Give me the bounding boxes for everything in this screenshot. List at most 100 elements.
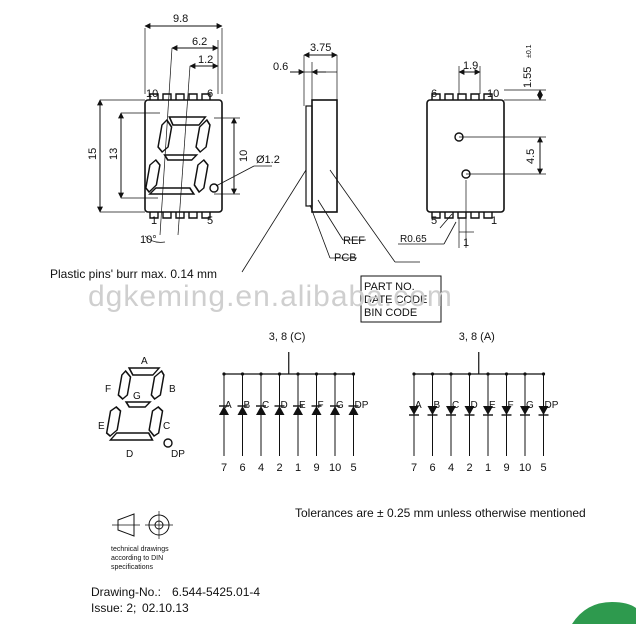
diode-dp-symbol (348, 406, 359, 415)
back-pin-1: 1 (491, 215, 497, 227)
side-view (241, 52, 442, 323)
front-view (97, 23, 272, 243)
diode-label: E (489, 400, 496, 411)
din-line-2: according to DIN (111, 555, 163, 562)
diode-dp-symbol (538, 406, 549, 415)
front-pin-5: 5 (207, 215, 213, 227)
ref-label: REF (343, 235, 365, 247)
din-note: technical drawings according to DIN spec… (111, 546, 169, 571)
seg-d: D (126, 449, 133, 460)
junction-dot (467, 372, 472, 376)
drawing-no: 6.544-5425.01-4 (172, 585, 260, 599)
watermark: dgkeming.en.alibaba.com (88, 280, 453, 313)
seg-c: C (163, 421, 170, 432)
front-digit (145, 116, 211, 195)
diode-label: B (244, 400, 251, 411)
front-dp-dot (209, 183, 219, 193)
seg-f: F (105, 384, 111, 395)
marking-box (360, 275, 442, 323)
diode-label: DP (355, 400, 369, 411)
dim-6-2: 6.2 (192, 36, 207, 48)
corner-badge (572, 602, 636, 624)
tolerance-note: Tolerances are ± 0.25 mm unless otherwis… (295, 506, 586, 520)
junction-dot (259, 372, 263, 376)
diode-f-symbol (311, 406, 322, 415)
diode-label: C (452, 400, 459, 411)
diode-label: DP (545, 400, 559, 411)
diode-g-symbol (520, 406, 530, 415)
junction-dot (333, 372, 337, 376)
dim-1-2: 1.2 (198, 54, 213, 66)
junction-dot (222, 372, 226, 376)
seg-dp: DP (171, 449, 185, 460)
junction-dot (277, 372, 282, 376)
pin-label: 5 (541, 462, 547, 474)
diode-label: B (434, 400, 441, 411)
junction-dot (430, 372, 435, 376)
din-line-1: technical drawings (111, 546, 169, 553)
diode-b-symbol (237, 406, 248, 415)
dim-width: 9.8 (173, 13, 188, 25)
segment-diagram (105, 367, 165, 441)
dim-r0-65: R0.65 (400, 234, 427, 245)
back-view-labels: 1.9 1.55 ±0.1 4.5 R0.65 1 6 10 5 1 (400, 44, 537, 249)
pin-label: 6 (240, 462, 246, 474)
common-label: 3, 8 (A) (459, 331, 495, 343)
dim-1-55: 1.55 (522, 67, 534, 88)
diode-label: D (471, 400, 478, 411)
junction-dot (314, 372, 319, 376)
diode-c-symbol (256, 406, 266, 415)
junction-dot (412, 372, 416, 376)
diode-e-symbol (483, 406, 493, 415)
junction-dot (523, 372, 527, 376)
junction-dot (351, 372, 356, 376)
seg-a: A (141, 356, 148, 367)
pin-label: 9 (504, 462, 510, 474)
pin-label: 1 (485, 462, 491, 474)
part-no-label: PART NO. (364, 281, 415, 293)
issue-label: Issue: 2; (91, 601, 136, 615)
junction-dot (296, 372, 300, 376)
front-view-labels: 9.8 6.2 1.2 15 13 10 Ø1.2 10° 10 6 1 5 (87, 13, 280, 246)
dim-1-9: 1.9 (463, 60, 478, 72)
diode-label: E (299, 400, 306, 411)
pin-label: 7 (221, 462, 227, 474)
diode-b-symbol (427, 406, 438, 415)
back-view (398, 66, 546, 248)
pcb-label: PCB (334, 252, 357, 264)
front-pin-10: 10 (146, 88, 158, 100)
diode-a-symbol (409, 406, 419, 415)
seg-g: G (133, 391, 141, 402)
dim-1: 1 (463, 237, 469, 249)
pin-label: 9 (314, 462, 320, 474)
bin-code-label: BIN CODE (364, 307, 417, 319)
back-pin-6: 6 (431, 88, 437, 100)
junction-dot (541, 372, 546, 376)
angle-label: 10° (140, 234, 157, 246)
date-code-label: DATE CODE (364, 294, 427, 306)
segment-dp-dot (163, 438, 173, 448)
side-body (311, 99, 338, 213)
pin-label: 4 (258, 462, 264, 474)
diode-label: G (526, 400, 534, 411)
diode-c-symbol (446, 406, 456, 415)
back-body (426, 99, 505, 213)
diode-label: F (508, 400, 514, 411)
front-top-pins (149, 93, 211, 100)
diode-label: F (318, 400, 324, 411)
common-label: 3, 8 (C) (269, 331, 306, 343)
junction-dot (449, 372, 453, 376)
dim-10: 10 (238, 150, 250, 162)
drawing-no-label: Drawing-No.: (91, 585, 161, 599)
pin-label: 2 (467, 462, 473, 474)
front-bottom-pins (149, 212, 211, 219)
diode-g-symbol (330, 406, 340, 415)
dim-3-75: 3.75 (310, 42, 331, 54)
front-pin-1: 1 (151, 215, 157, 227)
diode-a-symbol (219, 406, 229, 415)
seg-b: B (169, 384, 176, 395)
diode-label: C (262, 400, 269, 411)
diode-label: A (415, 400, 422, 411)
back-pin-5: 5 (431, 215, 437, 227)
